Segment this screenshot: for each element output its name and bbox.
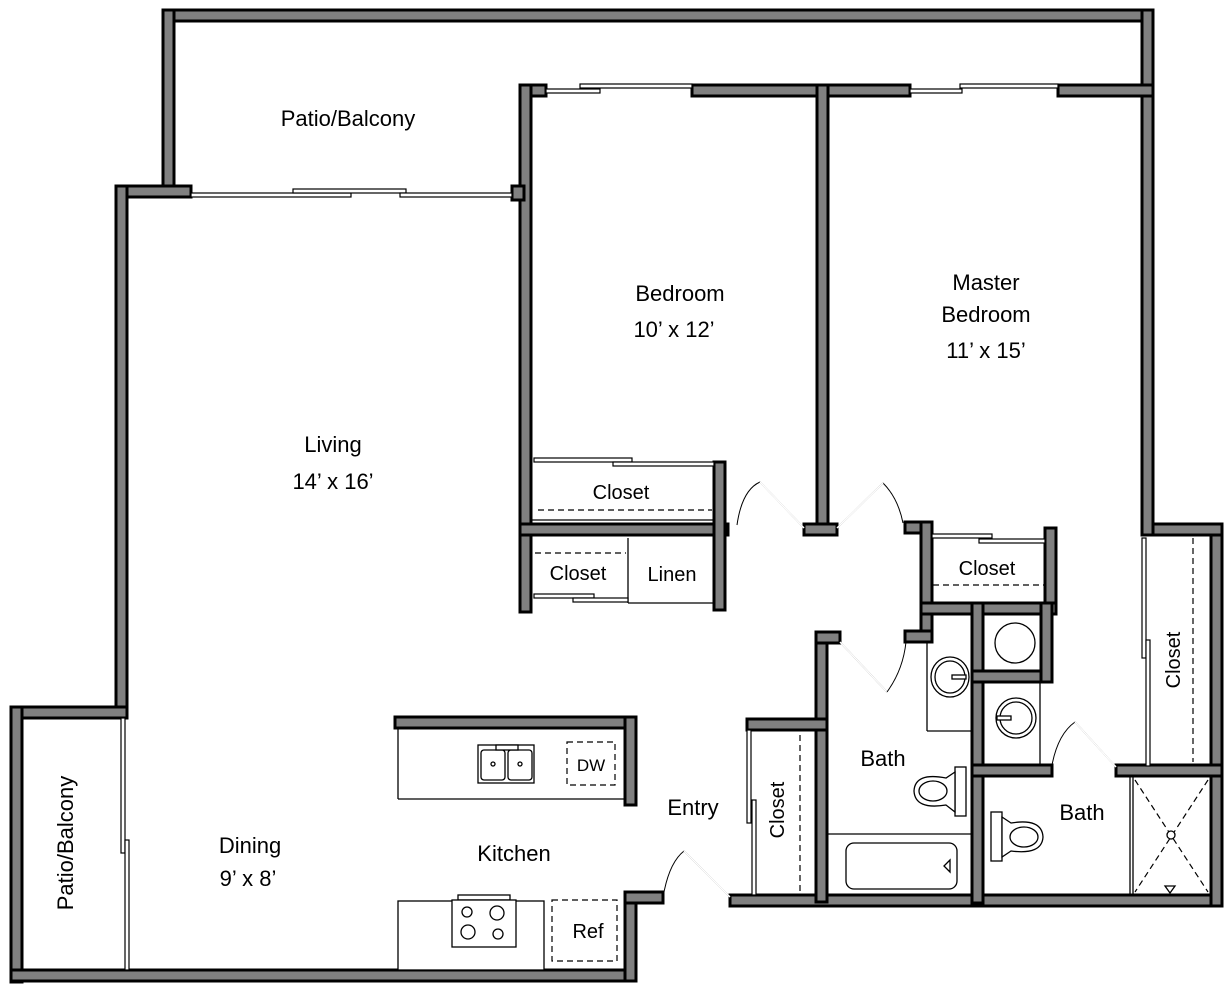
- kitchen-counter: [397, 894, 618, 971]
- bedroom-label: Bedroom: [635, 281, 724, 306]
- entry-closet: [746, 729, 801, 896]
- patio-left-label: Patio/Balcony: [53, 776, 78, 911]
- hall-vanity: [926, 642, 972, 732]
- entry-label: Entry: [667, 795, 718, 820]
- master-bedroom-size: 11’ x 15’: [946, 338, 1026, 363]
- kitchen-island: [397, 728, 625, 800]
- hall-closet-label: Closet: [550, 563, 607, 585]
- bedroom-doors: [736, 481, 904, 529]
- master-bedroom-label-2: Bedroom: [941, 302, 1030, 327]
- hall-bath-label: Bath: [860, 746, 905, 771]
- master-closet-label: Closet: [959, 558, 1016, 580]
- bedroom-closet: [531, 457, 715, 521]
- kitchen-label: Kitchen: [477, 841, 550, 866]
- exterior-walls: [9, 8, 1224, 984]
- bedroom-closet-label: Closet: [593, 482, 650, 504]
- dining-size: 9’ x 8’: [220, 866, 277, 891]
- bedroom-size: 10’ x 12’: [633, 317, 714, 342]
- interior-walls: [393, 83, 1224, 905]
- master-bedroom-label-1: Master: [952, 270, 1019, 295]
- living-size: 14’ x 16’: [292, 469, 373, 494]
- entry-door[interactable]: [663, 850, 731, 898]
- living-label: Living: [304, 432, 361, 457]
- master-bath-door: [1051, 721, 1117, 768]
- hall-closet-linen: [533, 538, 714, 604]
- bathtub-icon: [827, 833, 972, 890]
- entry-closet-label: Closet: [767, 781, 789, 838]
- hall-bath-door: [839, 641, 907, 693]
- master-bath-label: Bath: [1059, 800, 1104, 825]
- refrigerator-label: Ref: [572, 921, 604, 943]
- master-vanity: [995, 682, 1041, 765]
- patio-top-label: Patio/Balcony: [281, 106, 416, 131]
- sliding-doors: [120, 83, 1059, 971]
- toilet-icon: [990, 811, 1044, 862]
- shower-icon: [1129, 776, 1209, 895]
- toilet-icon: [913, 766, 967, 817]
- walkin-closet-label: Closet: [1163, 631, 1185, 688]
- walkin-closet: [1141, 537, 1194, 767]
- linen-closet-label: Linen: [648, 564, 697, 586]
- washer-icon: [994, 622, 1036, 664]
- dishwasher-label: DW: [577, 756, 605, 775]
- dining-label: Dining: [219, 833, 281, 858]
- master-closet: [931, 533, 1046, 586]
